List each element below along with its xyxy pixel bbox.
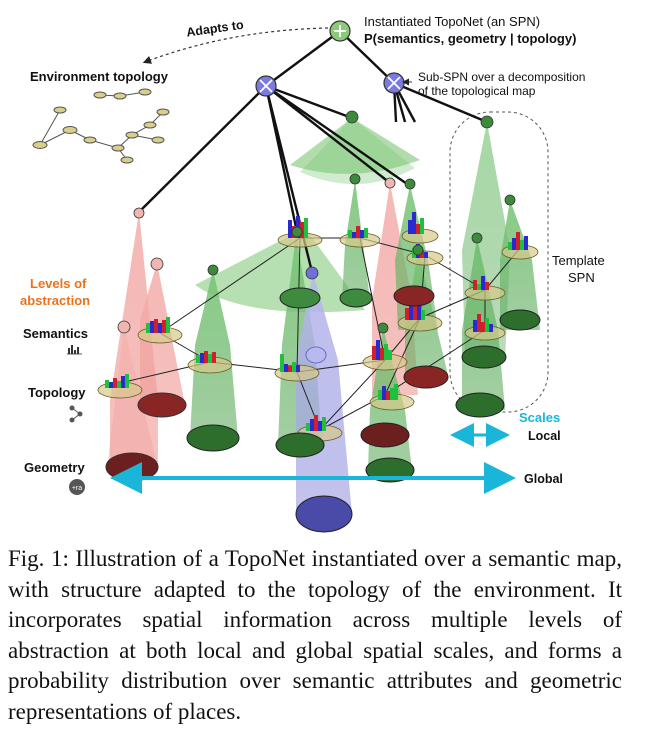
local-label: Local [528, 429, 561, 443]
topology-icon [69, 405, 83, 423]
semantics-label: Semantics [23, 326, 88, 341]
environment-topology-graph [32, 88, 170, 164]
template-spn-line2: SPN [568, 270, 595, 285]
environment-topology-label: Environment topology [30, 69, 169, 84]
topology-label: Topology [28, 385, 86, 400]
levels-label-line1: Levels of [30, 276, 87, 291]
semantics-icon [67, 345, 82, 355]
levels-label-line2: abstraction [20, 293, 90, 308]
semantic-bars [105, 212, 528, 431]
product-node-left [255, 75, 277, 97]
root-title-line1: Instantiated TopoNet (an SPN) [364, 14, 540, 29]
spn-edges [138, 30, 488, 273]
subspn-line1: Sub-SPN over a decomposition [418, 70, 585, 84]
subspn-line2: of the topological map [418, 84, 536, 98]
figure-caption: Fig. 1: Illustration of a TopoNet instan… [8, 546, 622, 724]
toponet-illustration: +ra Adapts to Instantiated TopoNet (an S… [20, 14, 605, 533]
template-spn-line1: Template [552, 253, 605, 268]
adapts-to-arrow [142, 27, 329, 64]
cone-top-nodes [117, 110, 516, 334]
global-label: Global [524, 472, 563, 486]
root-title-line2: P(semantics, geometry | topology) [364, 31, 576, 46]
product-node-right [383, 72, 405, 94]
geometry-label: Geometry [24, 460, 85, 475]
svg-text:+ra: +ra [72, 485, 82, 492]
geometry-icon: +ra [69, 479, 85, 495]
scales-label: Scales [519, 410, 560, 425]
adapts-to-label: Adapts to [185, 18, 244, 40]
geometry-discs [105, 285, 541, 533]
root-sum-node [329, 20, 351, 42]
wide-green-fans [195, 118, 420, 313]
